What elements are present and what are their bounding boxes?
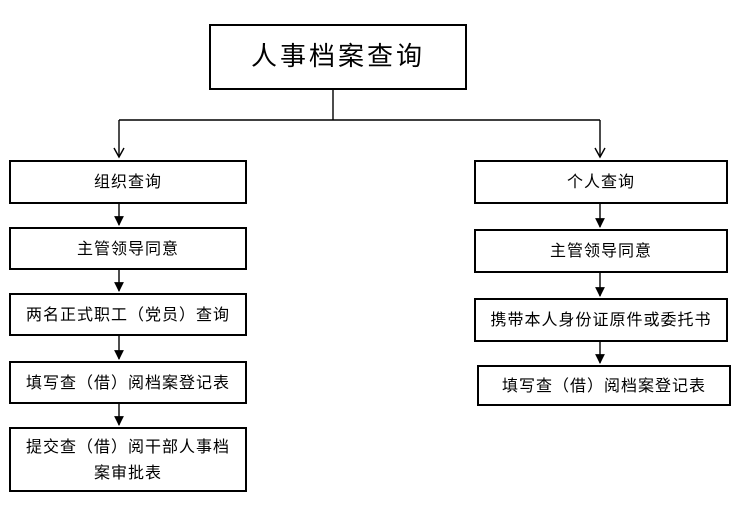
org-step-label: 两名正式职工（党员）查询: [25, 304, 230, 324]
org-step-fill-register: 填写查（借）阅档案登记表: [9, 361, 247, 404]
personal-step-bring-id: 携带本人身份证原件或委托书: [474, 298, 728, 342]
personal-step-fill-register: 填写查（借）阅档案登记表: [477, 365, 731, 406]
org-step-label: 填写查（借）阅档案登记表: [25, 372, 230, 392]
personal-query-box: 个人查询: [474, 160, 728, 204]
personal-step-label: 携带本人身份证原件或委托书: [490, 310, 712, 329]
org-step-label: 提交查（借）阅干部人事档案审批表: [25, 436, 230, 482]
org-query-label: 组织查询: [93, 172, 162, 191]
org-step-two-staff-query: 两名正式职工（党员）查询: [9, 293, 247, 336]
org-step-submit-approval: 提交查（借）阅干部人事档案审批表: [9, 427, 247, 492]
personal-step-leader-approval: 主管领导同意: [474, 229, 728, 273]
personal-query-label: 个人查询: [566, 172, 635, 191]
personal-step-label: 填写查（借）阅档案登记表: [501, 375, 706, 395]
page-title: 人事档案查询: [250, 42, 425, 72]
personal-step-label: 主管领导同意: [549, 241, 652, 260]
org-query-box: 组织查询: [9, 160, 247, 204]
title-box: 人事档案查询: [209, 24, 467, 90]
org-step-leader-approval: 主管领导同意: [9, 227, 247, 270]
org-step-label: 主管领导同意: [76, 238, 179, 258]
